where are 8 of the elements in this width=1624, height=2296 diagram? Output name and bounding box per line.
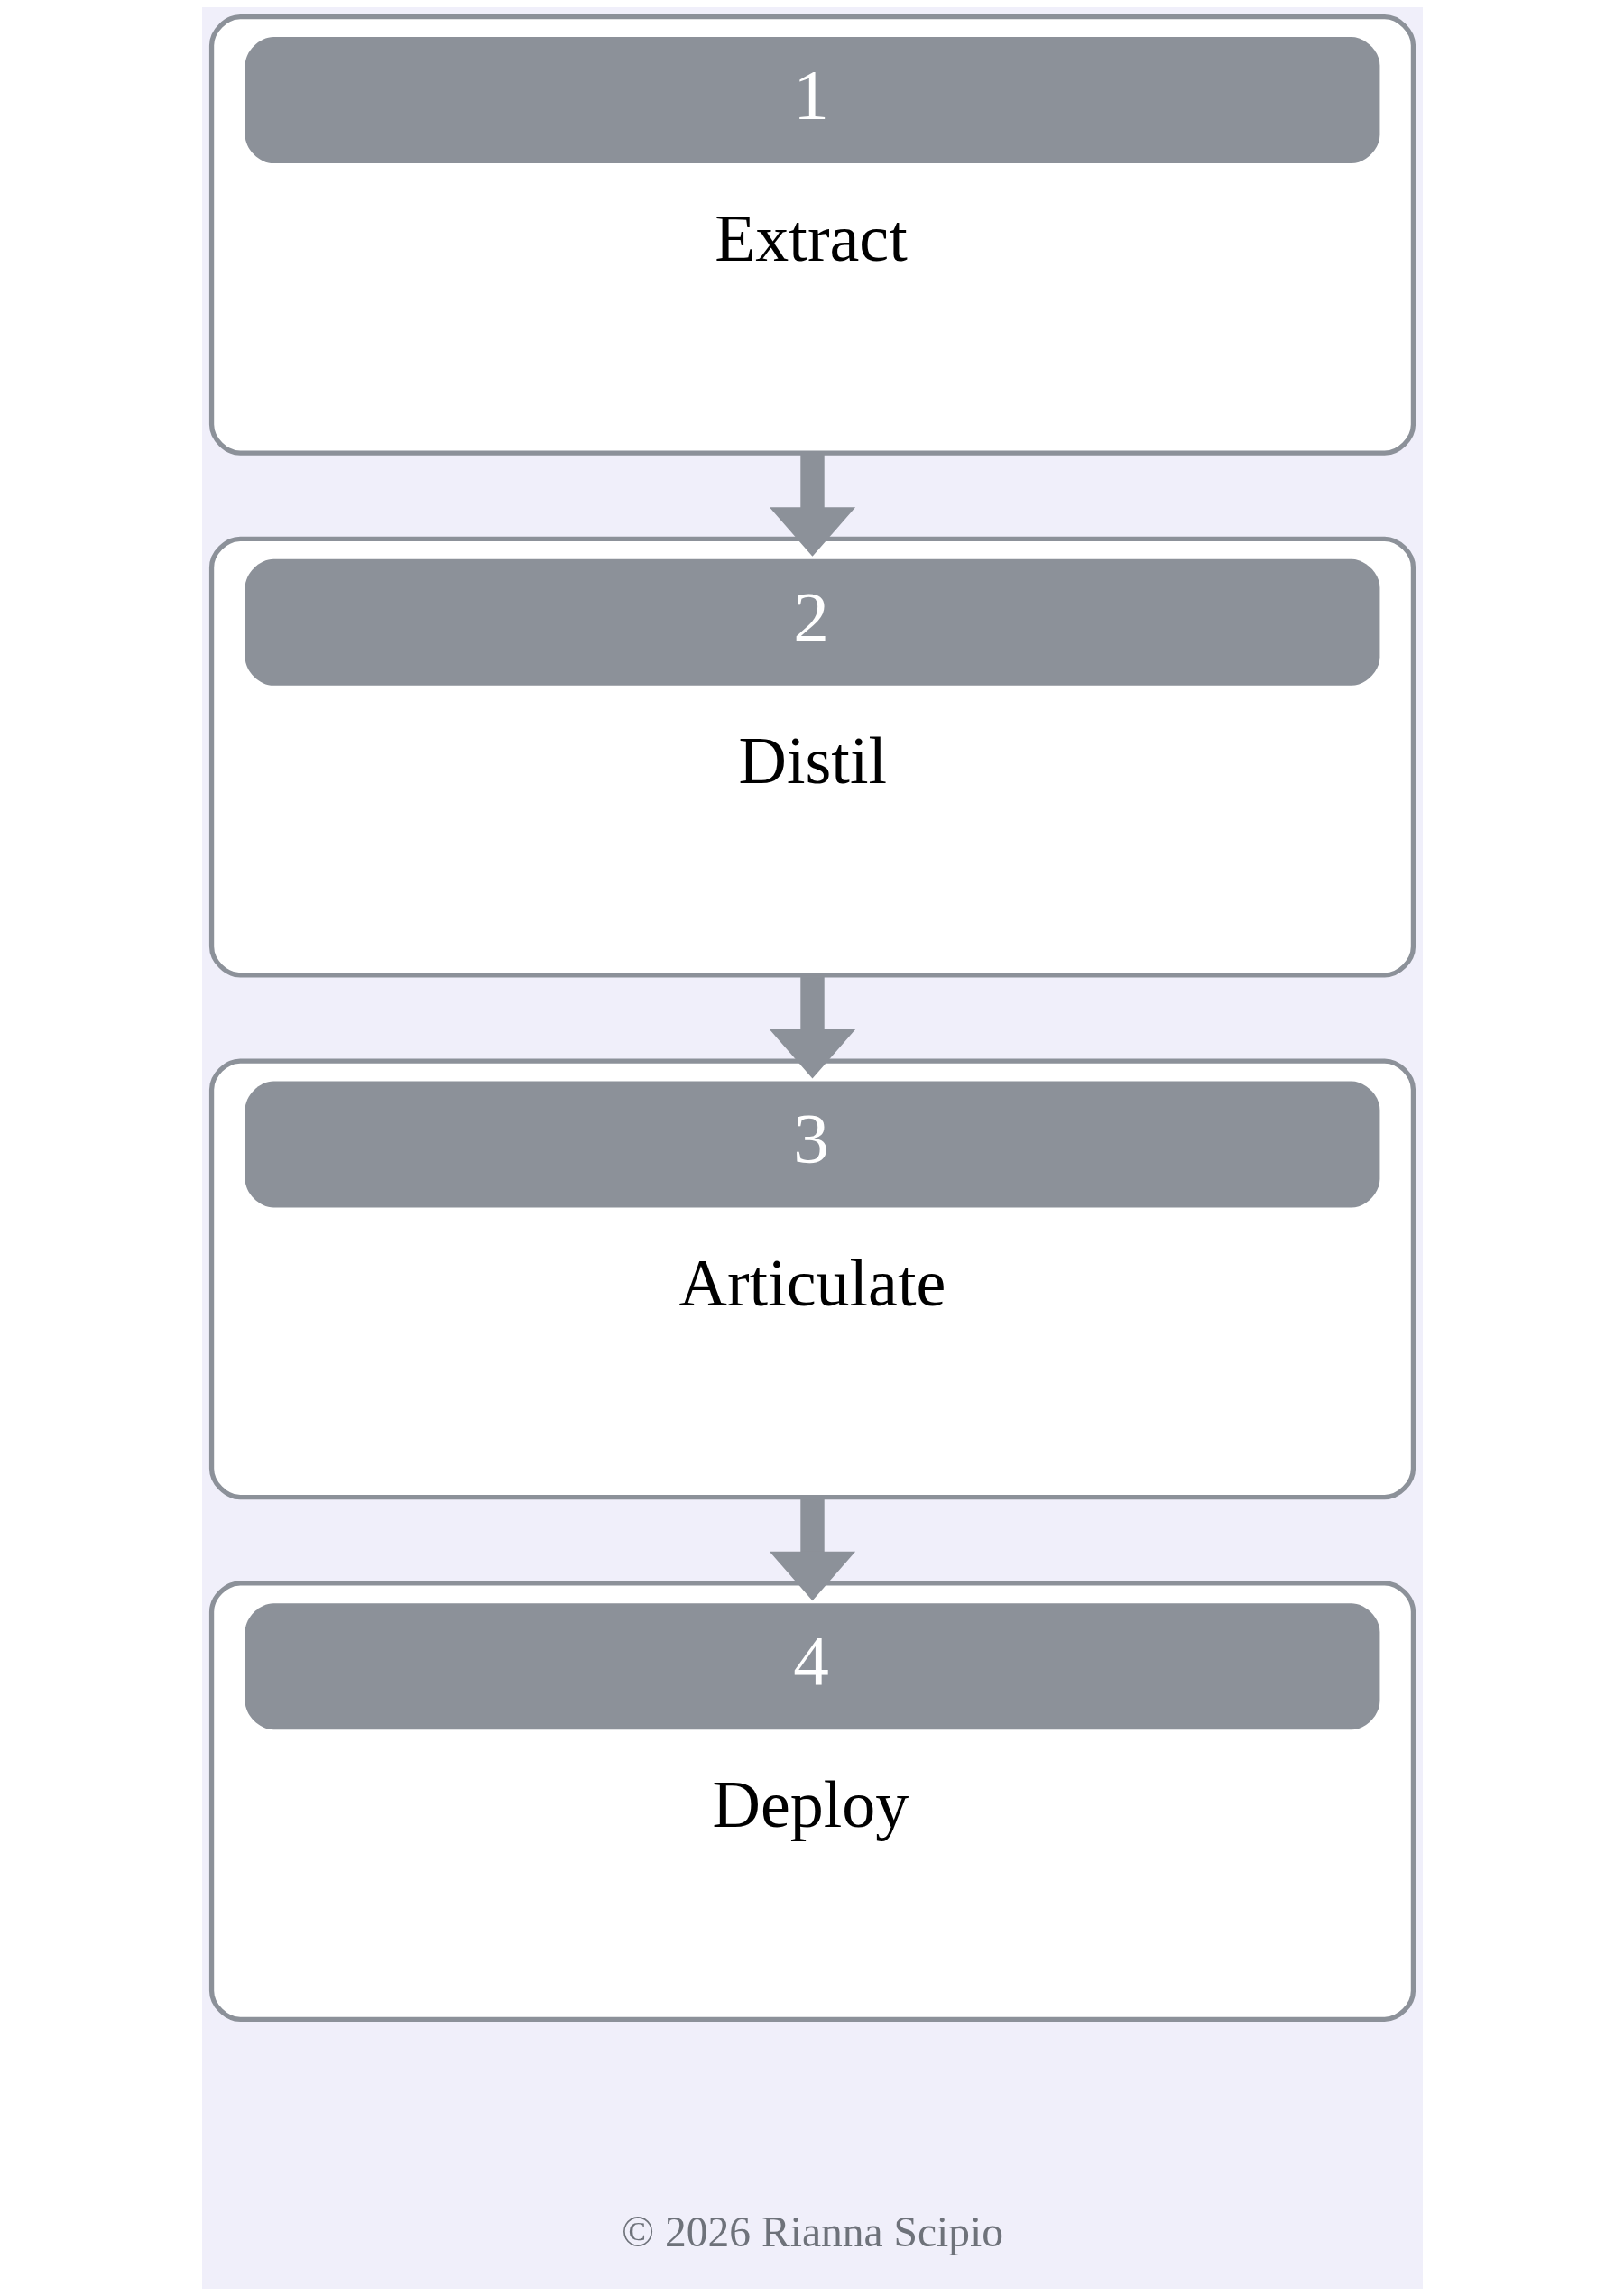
arrow <box>769 453 855 557</box>
arrow <box>769 1498 855 1601</box>
node-box: 3 Articulate <box>208 1058 1416 1500</box>
node-box: 2 Distil <box>208 536 1416 978</box>
label: © 2026 Rianna Scipio <box>621 2208 1003 2256</box>
arrow <box>769 975 855 1079</box>
node-box: 1 Extract <box>208 14 1416 456</box>
node-box: 4 Deploy <box>208 1581 1416 2022</box>
